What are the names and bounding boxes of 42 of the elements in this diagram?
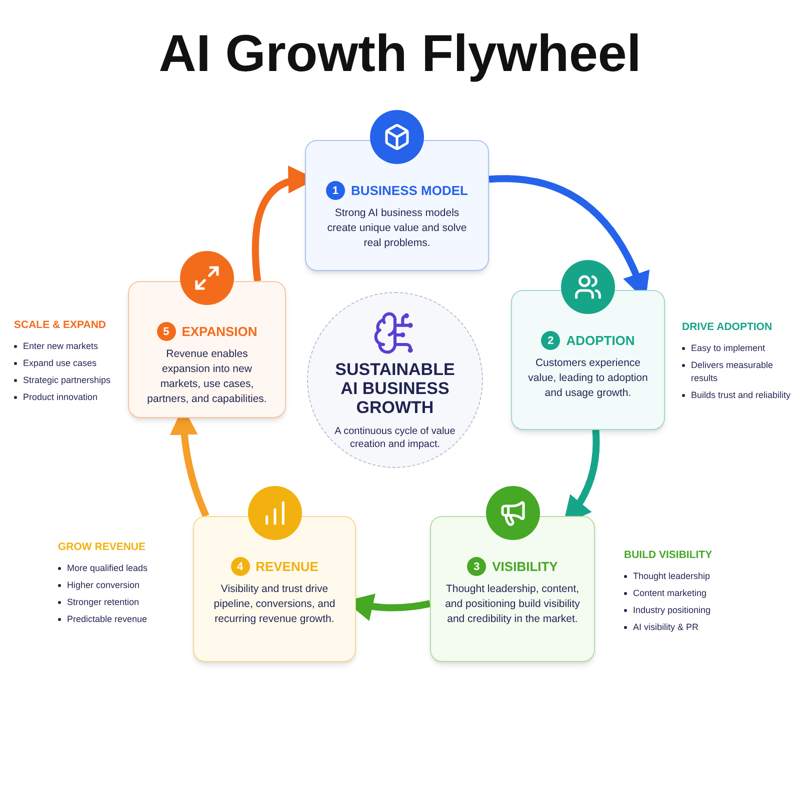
side-heading: DRIVE ADOPTION [682,320,774,335]
stage-heading: BUSINESS MODEL [350,182,468,200]
title: AI Growth Flywheel [158,28,642,80]
bullet-item: Stronger retention [67,596,140,609]
step-number: 5 [156,322,176,342]
bullet-item: Predictable revenue [67,612,148,626]
bullet-item: Enter new markets [23,340,98,353]
stage-card [511,290,665,430]
bullet-item: Easy to implement [691,342,766,355]
stage-description: Revenue enables expansion into new markets, use cases, partners, and capabilities. [146,346,268,406]
bullet-item: Product innovation [23,390,98,404]
stage-heading: ADOPTION [566,332,635,350]
center-heading: SUSTAINABLE AI BUSINESS GROWTH [334,360,456,416]
bullet-item: Higher conversion [67,578,140,592]
stage-card [128,281,286,418]
side-heading: GROW REVENUE [58,540,147,555]
side-heading: BUILD VISIBILITY [624,548,714,563]
stage-heading: EXPANSION [182,323,258,341]
bullet-item: Delivers measurable results [691,358,774,385]
stage-heading: REVENUE [256,558,318,576]
bullet-item: More qualified leads [67,562,148,575]
center-subtitle: A continuous cycle of value creation and impact. [334,424,456,450]
stage-description: Visibility and trust drive pipeline, conversions, and recurring revenue growth. [212,582,336,626]
bullet-item: AI visibility & PR [633,620,699,634]
stage-description: Customers experience value, leading to adoption and usage growth. [527,356,649,400]
step-number: 4 [230,557,250,576]
step-number: 3 [467,557,486,576]
bullet-item: Strategic partnerships [23,374,111,387]
side-heading: SCALE & EXPAND [14,318,107,333]
stage-card [193,516,356,662]
stage-card [305,140,489,271]
stage-description: Thought leadership, content, and positioning build visibility and credibility in the market. [445,582,580,626]
stage-card [430,516,595,662]
bullet-item: Thought leadership [633,570,710,583]
step-number: 1 [326,181,345,200]
bullet-item: Industry positioning [633,604,711,617]
bullet-item: Expand use cases [23,356,97,370]
bullet-item: Content marketing [633,586,707,600]
bullet-item: Builds trust and reliability [691,388,791,402]
stage-description: Strong AI business models create unique value and solve real problems. [326,206,468,250]
stage-heading: VISIBILITY [492,558,558,576]
step-number: 2 [541,331,560,350]
